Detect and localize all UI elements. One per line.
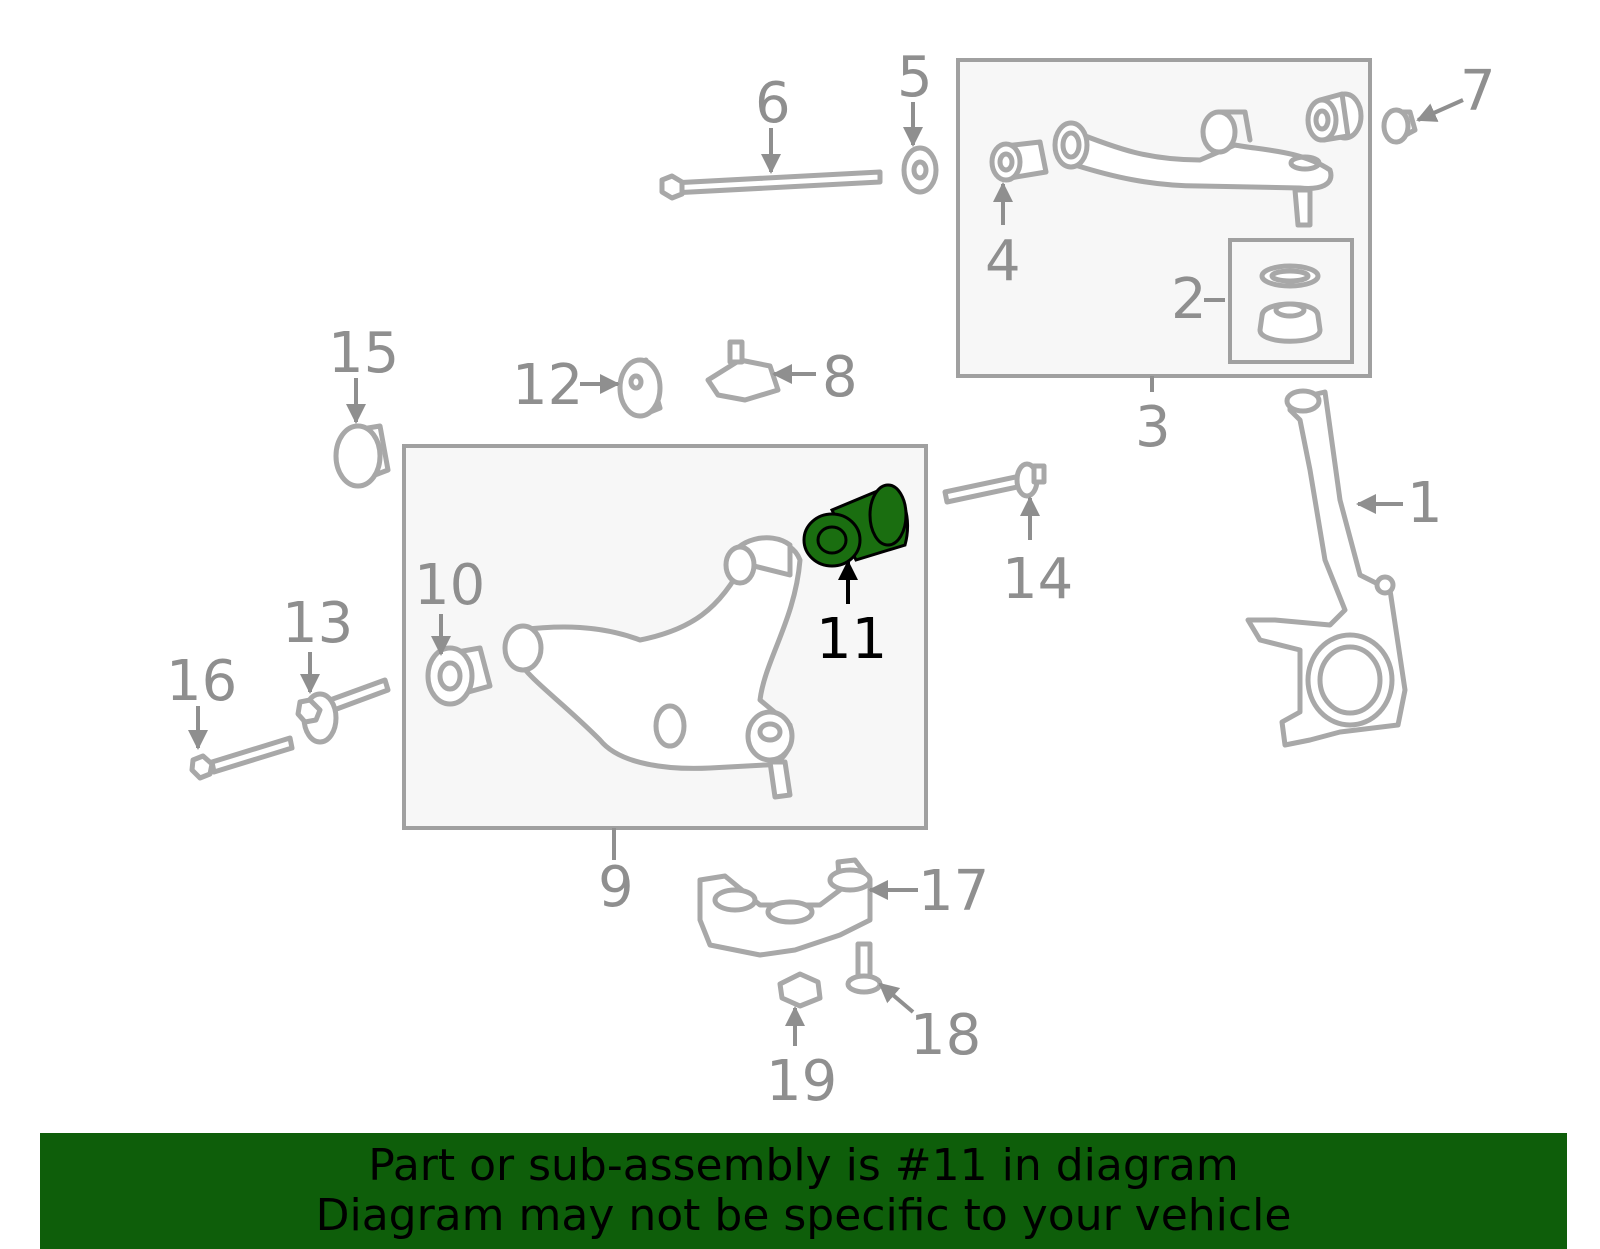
callout-16: 16: [166, 649, 237, 714]
callout-17: 17: [918, 859, 989, 924]
callout-11-highlighted: 11: [816, 607, 887, 672]
leader-lines: [188, 98, 1464, 1046]
part-1-steering-knuckle: [1245, 388, 1408, 748]
part-17-bracket: [697, 857, 873, 958]
callout-7: 7: [1460, 59, 1496, 124]
banner-line-disclaimer: Diagram may not be specific to your vehi…: [315, 1190, 1292, 1241]
part-12-cap: [617, 357, 663, 419]
callout-14: 14: [1002, 547, 1073, 612]
part-8-mount: [705, 339, 781, 403]
callout-2: 2: [1171, 267, 1207, 332]
part-16-bolt: [189, 735, 295, 781]
callout-1: 1: [1407, 471, 1443, 536]
part-2-boot: [1257, 263, 1323, 344]
part-19-nut: [777, 971, 823, 1009]
part-6-bolt: [659, 169, 883, 201]
part-18-bolt: [845, 941, 883, 995]
callout-8: 8: [822, 345, 858, 410]
callout-labels: 1 2 3 4 5 6 7 8 9 10 11 12 13 14 15 16 1…: [166, 45, 1496, 1114]
callout-13: 13: [282, 591, 353, 656]
lower-control-arm: [502, 535, 803, 800]
callout-9: 9: [598, 855, 634, 920]
part-10-bushing: [425, 645, 493, 707]
part-14-bolt: [942, 461, 1047, 505]
callout-4: 4: [985, 229, 1021, 294]
banner-line-part: Part or sub-assembly is #11 in diagram: [368, 1140, 1239, 1191]
callout-15: 15: [328, 321, 399, 386]
part-11-bushing-highlighted: [802, 483, 909, 568]
part-13-bolt: [295, 677, 391, 745]
part-15-bushing: [333, 423, 391, 489]
callout-18: 18: [910, 1003, 981, 1068]
upper-control-arm: [1052, 109, 1334, 228]
part-4-bushing: [989, 139, 1049, 183]
callout-12: 12: [512, 353, 583, 418]
callout-5: 5: [897, 45, 933, 110]
callout-10: 10: [414, 553, 485, 618]
part-5-washer: [901, 145, 939, 195]
info-banner: Part or sub-assembly is #11 in diagram D…: [40, 1133, 1567, 1249]
callout-19: 19: [766, 1049, 837, 1114]
upper-arm-rear-bushing: [1305, 91, 1364, 143]
parts-diagram: 1 2 3 4 5 6 7 8 9 10 11 12 13 14 15 16 1…: [166, 45, 1496, 1114]
part-7-nut: [1381, 107, 1418, 145]
callout-6: 6: [755, 71, 791, 136]
callout-3: 3: [1135, 395, 1171, 460]
